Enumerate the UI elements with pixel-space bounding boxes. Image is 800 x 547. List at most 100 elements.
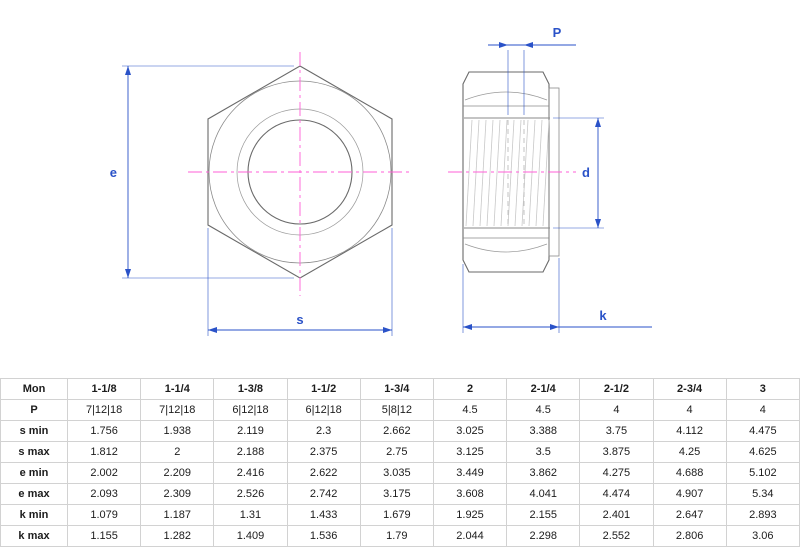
table-cell: 2.298	[506, 525, 581, 547]
column-header-cell: 1-3/4	[359, 378, 434, 400]
table-cell: 3.388	[506, 420, 581, 442]
row-label: Mon	[0, 378, 68, 400]
table-cell: 4.275	[579, 462, 654, 484]
table-cell: 3.862	[506, 462, 581, 484]
table-cell: 4.112	[652, 420, 727, 442]
table-cell: 3.025	[432, 420, 508, 442]
table-cell: 7|12|18	[66, 399, 142, 421]
table-cell: 4.625	[725, 441, 800, 463]
row-label: k max	[0, 525, 68, 547]
column-header-cell: 3	[725, 378, 800, 400]
dim-k-label: k	[599, 308, 607, 323]
table-cell: 2.552	[579, 525, 654, 547]
row-label: P	[0, 399, 68, 421]
dim-s-arrow-right	[383, 327, 392, 333]
row-label: s max	[0, 441, 68, 463]
table-cell: 5.34	[725, 483, 800, 505]
table-cell: 1.756	[66, 420, 142, 442]
table-cell: 1.079	[66, 504, 142, 526]
dimension-p: P	[488, 25, 576, 115]
column-header-cell: 2-1/2	[579, 378, 654, 400]
dim-s-arrow-left	[208, 327, 217, 333]
chamfer-arc-top	[464, 91, 548, 101]
side-view: P d k	[448, 25, 652, 333]
dim-p-arrow-left	[499, 42, 508, 48]
table-cell: 2.309	[140, 483, 215, 505]
dim-p-label: P	[553, 25, 562, 40]
row-label: e max	[0, 483, 68, 505]
table-cell: 3.035	[359, 462, 434, 484]
table-cell: 2.044	[432, 525, 508, 547]
table-cell: 1.812	[66, 441, 142, 463]
table-cell: 4.25	[652, 441, 727, 463]
row-label: k min	[0, 504, 68, 526]
column-header-cell: 2-3/4	[652, 378, 727, 400]
table-cell: 2.401	[579, 504, 654, 526]
table-cell: 2.742	[286, 483, 361, 505]
table-cell: 4.5	[432, 399, 508, 421]
column-header-cell: 2	[432, 378, 508, 400]
table-cell: 4.688	[652, 462, 727, 484]
table-cell: 4.907	[652, 483, 727, 505]
table-cell: 1.925	[432, 504, 508, 526]
dim-k-arrow-left	[463, 324, 472, 330]
thread-hatch	[465, 119, 550, 227]
dimension-d: d	[553, 117, 604, 229]
dim-k-arrow-right	[550, 324, 559, 330]
dim-d-arrow-bottom	[595, 219, 601, 228]
table-cell: 3.875	[579, 441, 654, 463]
table-cell: 1.938	[140, 420, 215, 442]
table-cell: 2.119	[213, 420, 288, 442]
table-cell: 6|12|18	[286, 399, 361, 421]
table-cell: 2.093	[66, 483, 142, 505]
column-header-cell: 1-3/8	[213, 378, 288, 400]
table-cell: 7|12|18	[140, 399, 215, 421]
table-cell: 3.449	[432, 462, 508, 484]
nut-drawing-svg: e s	[110, 25, 652, 336]
table-cell: 1.536	[286, 525, 361, 547]
table-cell: 5|8|12	[359, 399, 434, 421]
table-cell: 2.002	[66, 462, 142, 484]
table-cell: 3.06	[725, 525, 800, 547]
table-cell: 4.475	[725, 420, 800, 442]
dim-d-arrow-top	[595, 118, 601, 127]
table-cell: 1.282	[140, 525, 215, 547]
table-cell: 3.175	[359, 483, 434, 505]
table-cell: 3.75	[579, 420, 654, 442]
table-cell: 2	[140, 441, 215, 463]
table-cell: 1.409	[213, 525, 288, 547]
table-cell: 4.041	[506, 483, 581, 505]
column-header-cell: 1-1/2	[286, 378, 361, 400]
dim-p-arrow-right	[524, 42, 533, 48]
table-cell: 2.209	[140, 462, 215, 484]
table-cell: 4.474	[579, 483, 654, 505]
table-cell: 4	[652, 399, 727, 421]
side-outline	[462, 71, 550, 273]
table-cell: 2.662	[359, 420, 434, 442]
table-cell: 2.3	[286, 420, 361, 442]
table-cell: 2.416	[213, 462, 288, 484]
table-cell: 2.622	[286, 462, 361, 484]
table-cell: 5.102	[725, 462, 800, 484]
nut-technical-drawing: e s	[109, 25, 652, 336]
table-cell: 2.155	[506, 504, 581, 526]
table-cell: 2.806	[652, 525, 727, 547]
dimension-k: k	[462, 258, 652, 333]
table-cell: 1.679	[359, 504, 434, 526]
dimension-s: s	[207, 228, 393, 336]
row-label: e min	[0, 462, 68, 484]
table-cell: 1.155	[66, 525, 142, 547]
table-cell: 3.125	[432, 441, 508, 463]
table-cell: 2.647	[652, 504, 727, 526]
table-cell: 6|12|18	[213, 399, 288, 421]
dim-d-label: d	[582, 165, 590, 180]
